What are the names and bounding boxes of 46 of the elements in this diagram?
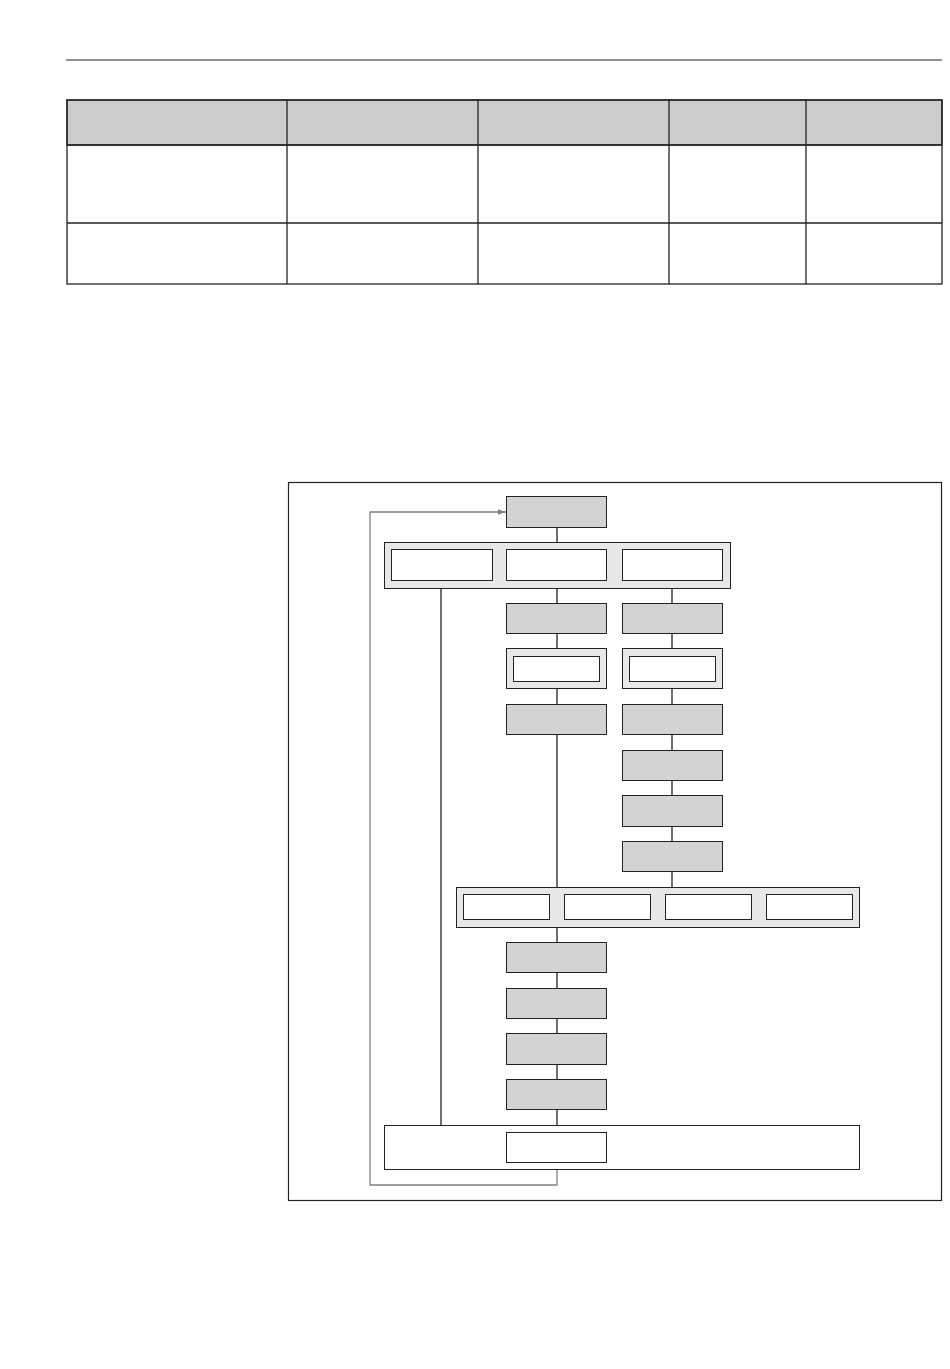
process-box xyxy=(506,496,607,528)
connector-line xyxy=(556,527,558,543)
arrow xyxy=(369,509,558,1186)
connector-line xyxy=(671,871,673,888)
connector-line xyxy=(556,972,558,989)
process-box xyxy=(622,795,723,827)
option-box xyxy=(765,893,853,920)
option-box xyxy=(628,655,716,682)
process-box xyxy=(506,988,607,1019)
panel-box xyxy=(384,1125,860,1170)
connector-line xyxy=(671,826,673,842)
group-band xyxy=(384,542,731,589)
process-box xyxy=(506,1033,607,1065)
process-box xyxy=(506,942,607,973)
connector-line xyxy=(556,1018,558,1034)
option-box xyxy=(664,893,752,920)
group-band xyxy=(506,648,607,689)
connector-line xyxy=(556,1064,558,1080)
group-band xyxy=(456,887,860,928)
option-box xyxy=(621,548,723,581)
connector-line xyxy=(671,688,673,705)
connector-line xyxy=(671,780,673,796)
process-box xyxy=(622,704,723,735)
process-box xyxy=(506,1079,607,1110)
option-box xyxy=(512,655,600,682)
connector-line xyxy=(556,734,558,888)
connector-line xyxy=(556,633,558,649)
connector-line xyxy=(671,734,673,751)
connector-line xyxy=(671,633,673,649)
process-box xyxy=(622,750,723,781)
process-box xyxy=(622,603,723,634)
option-box xyxy=(462,893,550,920)
connector-line xyxy=(556,1109,558,1126)
process-box xyxy=(506,603,607,634)
connector-line xyxy=(556,588,558,604)
option-box xyxy=(563,893,651,920)
connector-line xyxy=(440,588,442,1126)
connector-line xyxy=(556,688,558,705)
option-box xyxy=(390,548,493,581)
connector-line xyxy=(671,588,673,604)
connector-line xyxy=(556,927,558,943)
option-box xyxy=(505,548,607,581)
option-box xyxy=(505,1131,607,1163)
group-band xyxy=(622,648,723,689)
process-box xyxy=(506,704,607,735)
process-box xyxy=(622,841,723,872)
